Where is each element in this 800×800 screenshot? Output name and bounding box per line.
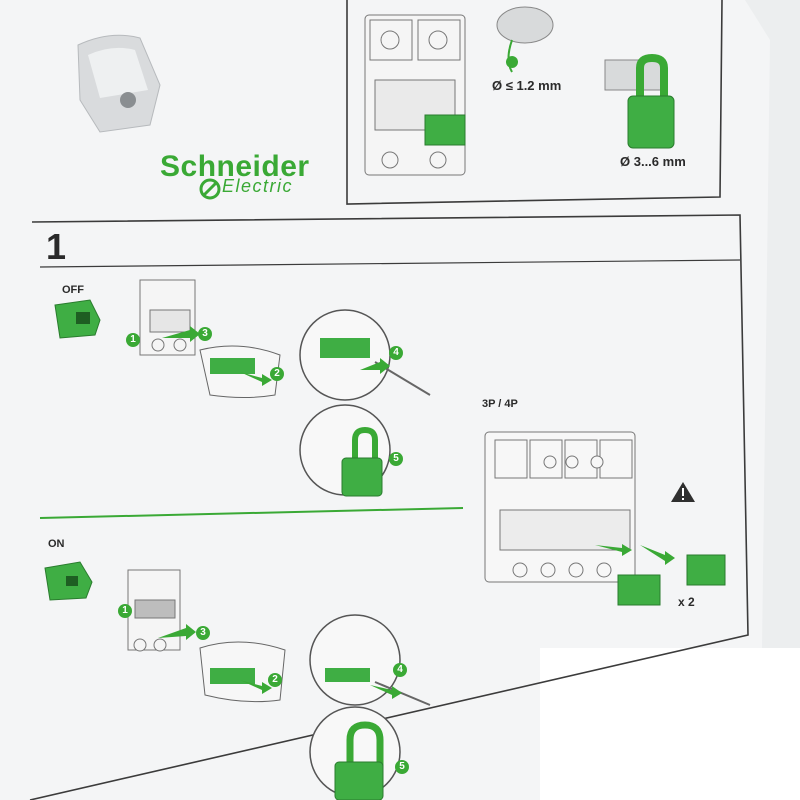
arrow-icon [158,326,675,699]
off-label: OFF [62,284,84,296]
on-callout-1: 1 [118,604,132,618]
on-magnified-padlock-icon [309,706,401,800]
off-callout-3: 3 [198,327,212,341]
off-breaker-icon [139,279,196,356]
on-breaker-icon [127,569,181,652]
multi-pole-label: 3P / 4P [482,398,518,410]
on-hand-insert-icon [199,641,286,703]
step-header-line [39,259,741,268]
brand-logo-icon [199,178,221,200]
off-hand-insert-icon [199,345,281,398]
step-number: 1 [46,226,67,267]
multi-pole-spare-device-icon [686,554,726,586]
step-panel-frame [29,214,749,800]
on-lock-device-icon [44,561,93,601]
padlock-spec-label: Ø 3...6 mm [620,154,686,169]
multi-pole-breaker-icon [484,431,636,583]
on-callout-4: 4 [393,663,407,677]
warning-icon [671,482,695,502]
wire-spec-label: Ø ≤ 1.2 mm [492,78,562,93]
wire-seal-device-icon [496,6,554,73]
off-callout-2: 2 [270,367,284,381]
on-callout-2: 2 [268,673,282,687]
brand-subtitle: Electric [222,176,294,196]
off-on-divider [39,507,464,519]
on-callout-3: 3 [196,626,210,640]
padlock-icon [604,53,675,149]
multi-pole-lock-device-icon [617,574,661,606]
on-magnified-install-icon [309,614,431,706]
off-callout-4: 4 [389,346,403,360]
off-magnified-padlock-icon [299,404,391,497]
off-callout-5: 5 [389,452,403,466]
top-panel-frame [346,0,723,205]
on-callout-5: 5 [395,760,409,774]
brand-name: Schneider [160,150,310,183]
circuit-breaker-icon [364,14,466,176]
off-lock-device-icon [54,299,101,339]
multiplier-label: x 2 [678,595,695,609]
on-label: ON [48,538,65,550]
lock-off-device-icon [424,114,466,146]
lock-off-device-photo [77,34,161,133]
off-callout-1: 1 [126,333,140,347]
